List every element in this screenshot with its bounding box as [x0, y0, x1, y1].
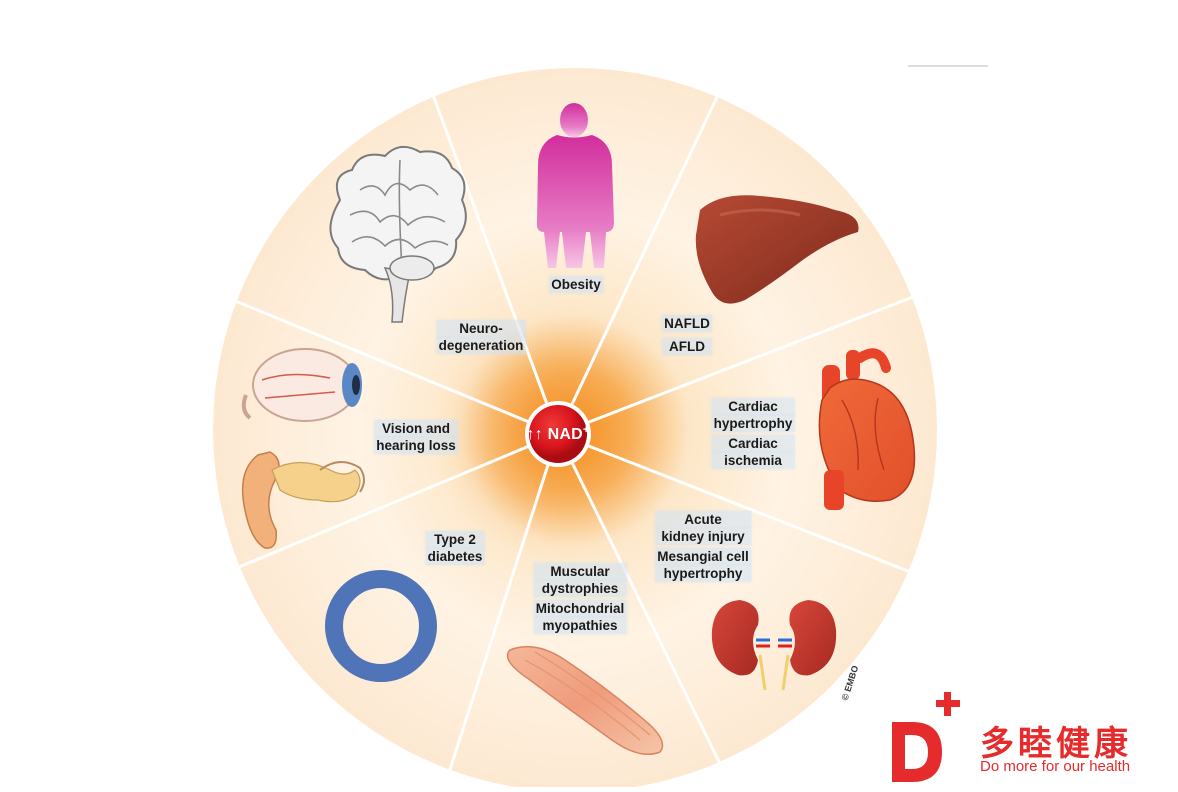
diabetes-ring-icon: [325, 570, 437, 682]
ear-icon: [241, 451, 365, 549]
kidneys-icon: [711, 600, 837, 691]
label-heart: Cardiac hypertrophy Cardiac ischemia: [711, 398, 795, 469]
label-brain: Neuro- degeneration: [436, 320, 526, 354]
brain-icon: [329, 145, 467, 323]
nad-hub: [529, 405, 587, 463]
label-kidney: Acute kidney injury Mesangial cell hyper…: [655, 511, 751, 582]
label-muscle: Muscular dystrophies Mitochondrial myopa…: [533, 563, 627, 634]
label-obesity: Obesity: [549, 276, 603, 293]
hub-superscript: +: [582, 423, 590, 436]
body-silhouette-icon: [536, 103, 614, 268]
nad-hub-label: ↑↑ NAD+: [527, 424, 590, 444]
hub-arrows: ↑↑: [526, 426, 543, 444]
sector-dividers: [231, 94, 919, 786]
eye-icon: [241, 348, 362, 422]
muscle-icon: [506, 645, 664, 755]
label-senses: Vision and hearing loss: [374, 420, 458, 454]
label-liver: NAFLD AFLD: [662, 315, 712, 355]
heart-icon: [818, 348, 916, 510]
brand-logo-icon: [892, 692, 960, 782]
hub-main-text: NAD: [547, 426, 583, 444]
liver-icon: [695, 195, 859, 304]
brand-slogan: Do more for our health: [980, 758, 1131, 775]
label-diabetes: Type 2 diabetes: [425, 531, 485, 565]
brand-name-chinese: 多睦健康: [980, 724, 1132, 764]
